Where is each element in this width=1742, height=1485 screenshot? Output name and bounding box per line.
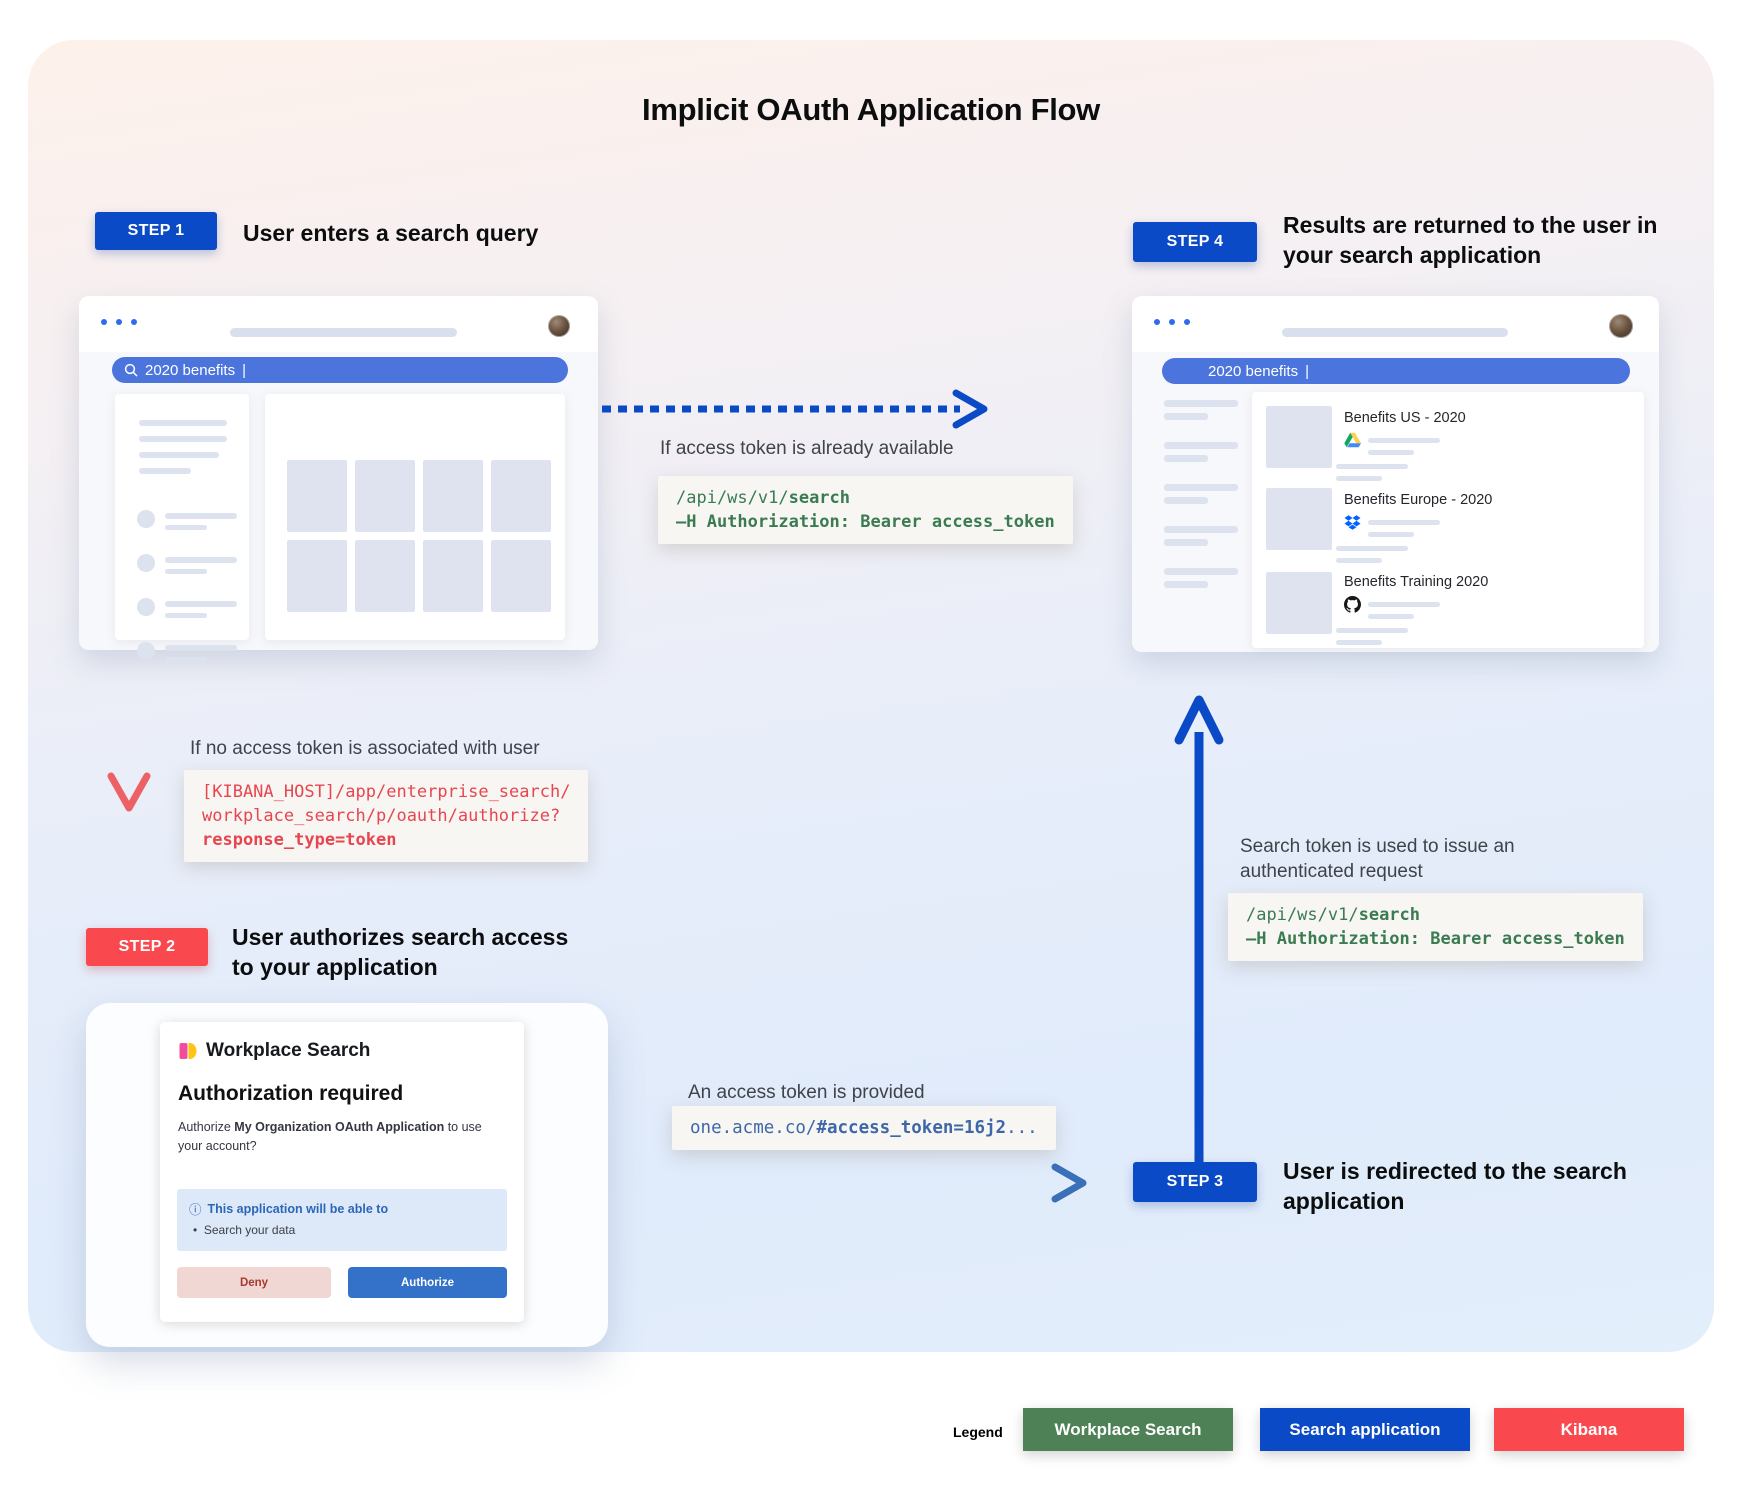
window-dots-icon — [101, 319, 137, 325]
google-drive-icon — [1344, 432, 1361, 448]
workplace-search-header: Workplace Search — [178, 1040, 370, 1062]
auth-dialog: Workplace Search Authorization required … — [160, 1022, 524, 1322]
results-grid-skeleton-panel — [265, 394, 565, 640]
result-thumbnail — [1266, 488, 1332, 550]
browser-chrome — [1132, 296, 1659, 352]
step-3-badge-label: STEP 3 — [1166, 1173, 1224, 1190]
step-2-badge-label: STEP 2 — [118, 938, 176, 955]
browser-content: 2020 benefits | Benefits US - 2020 — [1132, 352, 1659, 652]
workplace-search-logo-icon — [179, 1043, 197, 1059]
result-title: Benefits Training 2020 — [1344, 574, 1489, 590]
search-query-text: 2020 benefits — [145, 361, 236, 379]
result-title: Benefits US - 2020 — [1344, 410, 1466, 426]
step-1-badge: STEP 1 — [95, 212, 217, 250]
search-icon — [124, 363, 138, 377]
address-bar-placeholder — [1282, 328, 1508, 337]
legend-workplace-search: Workplace Search — [1023, 1408, 1233, 1451]
result-thumbnail — [1266, 572, 1332, 634]
result-title: Benefits Europe - 2020 — [1344, 492, 1493, 508]
code-redirect-url: one.acme.co/#access_token=16j2... — [672, 1106, 1056, 1150]
info-icon: ⓘ — [189, 1203, 202, 1217]
results-panel: Benefits US - 2020 Benefits Europe - 202… — [1252, 392, 1644, 648]
browser-chrome — [79, 296, 598, 352]
step-2-badge: STEP 2 — [86, 928, 208, 966]
legend-kibana: Kibana — [1494, 1408, 1684, 1451]
dropbox-icon — [1344, 515, 1361, 530]
code-search-api-1: /api/ws/v1/search —H Authorization: Bear… — [658, 476, 1073, 544]
browser-window-results: 2020 benefits | Benefits US - 2020 — [1132, 296, 1659, 652]
authorize-button[interactable]: Authorize — [348, 1267, 507, 1298]
search-input[interactable]: 2020 benefits | — [1162, 358, 1630, 384]
step-1-title: User enters a search query — [243, 220, 539, 246]
window-dots-icon — [1154, 319, 1190, 325]
user-avatar — [1609, 314, 1633, 338]
step-2-title: User authorizes search access to your ap… — [232, 924, 569, 980]
text-cursor: | — [1305, 362, 1309, 380]
auth-dialog-window: Workplace Search Authorization required … — [86, 1003, 608, 1347]
legend-search-application: Search application — [1260, 1408, 1470, 1451]
step-4-badge: STEP 4 — [1133, 222, 1257, 262]
caption-no-token: If no access token is associated with us… — [190, 738, 540, 759]
search-query-text: 2020 benefits — [1208, 362, 1299, 380]
permissions-title: This application will be able to — [207, 1201, 389, 1216]
code-kibana-authorize: [KIBANA_HOST]/app/enterprise_search/ wor… — [184, 770, 589, 862]
caption-token-provided: An access token is provided — [688, 1082, 925, 1103]
arrow-no-token — [107, 620, 151, 812]
step-3-badge: STEP 3 — [1133, 1162, 1257, 1202]
address-bar-placeholder — [230, 328, 457, 337]
auth-heading: Authorization required — [178, 1082, 404, 1105]
page-title: Implicit OAuth Application Flow — [642, 92, 1100, 127]
workplace-search-title: Workplace Search — [206, 1040, 371, 1061]
step-4-title: Results are returned to the user in your… — [1283, 212, 1658, 268]
arrow-authenticated-request — [1174, 695, 1224, 1162]
deny-button[interactable]: Deny — [177, 1267, 331, 1298]
browser-window-search-app: 2020 benefits | — [79, 296, 598, 662]
code-search-api-2: /api/ws/v1/search —H Authorization: Bear… — [1228, 893, 1643, 961]
auth-body-text: Authorize My Organization OAuth Applicat… — [178, 1120, 482, 1153]
permissions-infobox: ⓘ This application will be able to • Sea… — [177, 1189, 507, 1251]
arrow-token-available — [602, 389, 988, 429]
step-3-title: User is redirected to the search applica… — [1283, 1158, 1627, 1214]
browser-content: 2020 benefits | — [79, 352, 598, 662]
github-icon — [1344, 596, 1361, 613]
text-cursor: | — [242, 361, 246, 379]
caption-token-available: If access token is already available — [660, 438, 954, 459]
step-4-badge-label: STEP 4 — [1166, 233, 1224, 250]
result-thumbnail — [1266, 406, 1332, 468]
user-avatar — [548, 315, 570, 337]
search-input[interactable]: 2020 benefits | — [112, 357, 568, 383]
sidebar-skeleton-panel — [115, 394, 249, 662]
step-1-badge-label: STEP 1 — [127, 222, 185, 239]
caption-authenticated-request: Search token is used to issue an authent… — [1240, 836, 1515, 882]
arrow-redirect — [660, 1163, 1087, 1203]
legend-label: Legend — [953, 1424, 1003, 1440]
permission-item: • Search your data — [193, 1223, 296, 1237]
